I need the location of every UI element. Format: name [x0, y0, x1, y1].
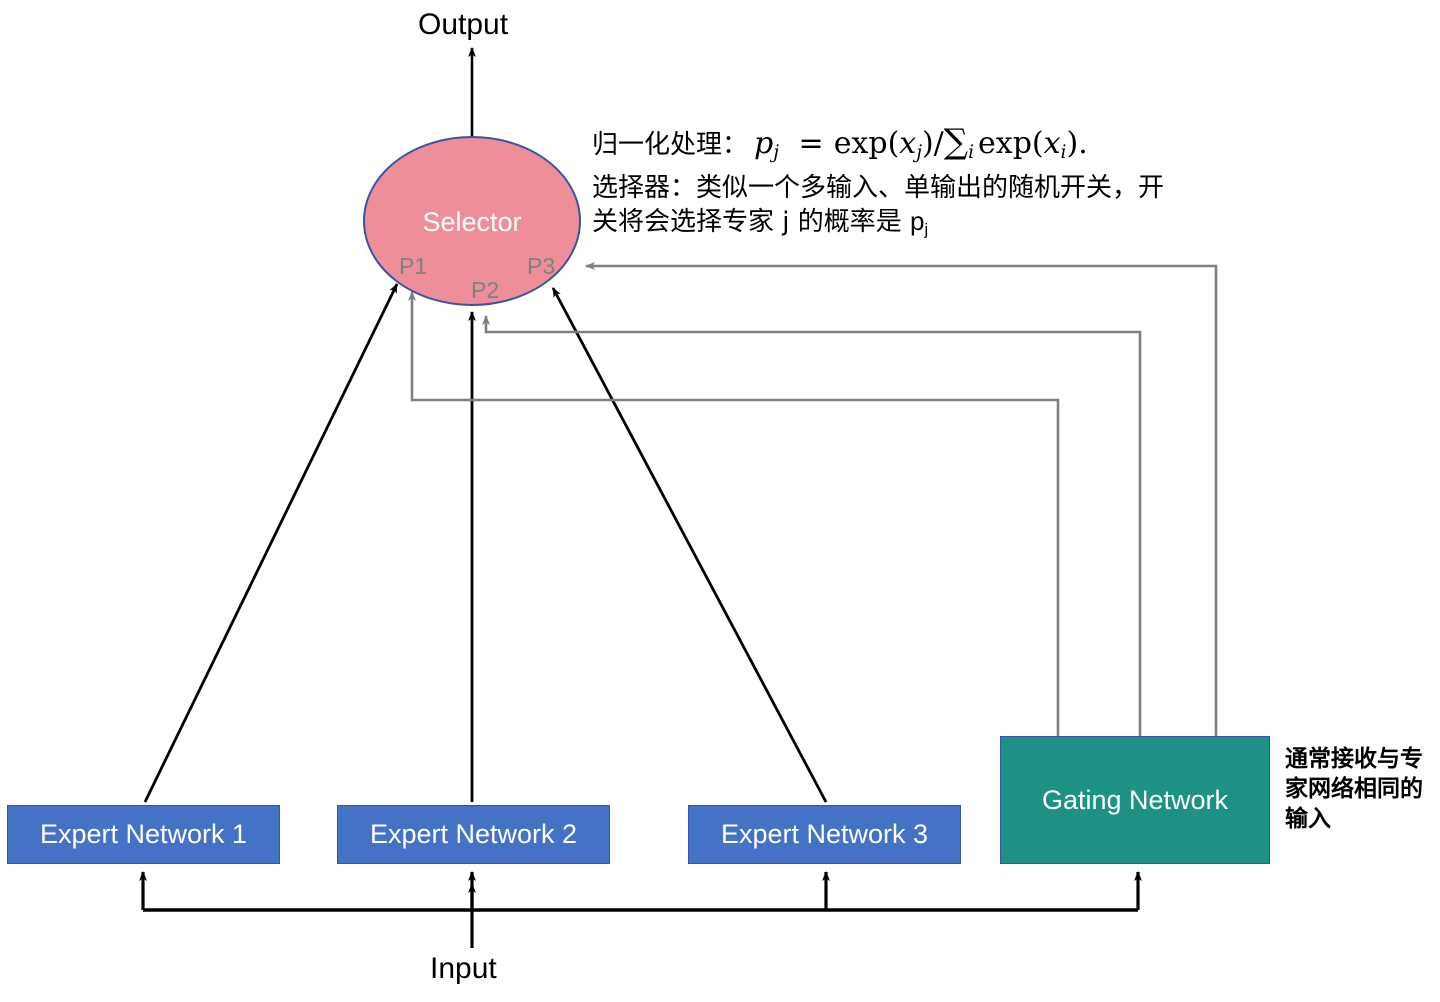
port-label-p1: P1	[399, 253, 428, 279]
formula-exp1: exp(	[833, 126, 900, 161]
expert-network-3-label: Expert Network 3	[720, 819, 929, 849]
gating-network-label: Gating Network	[1041, 784, 1229, 815]
expert-network-2-label: Expert Network 2	[369, 819, 578, 849]
selector-description-line-2-text: 关将会选择专家 j 的概率是	[592, 207, 911, 237]
input-label: Input	[430, 952, 497, 985]
normalization-prefix: 归一化处理：	[592, 130, 749, 160]
formula-exp2: exp(	[978, 126, 1044, 161]
edge-gating-to-p1	[408, 291, 1060, 738]
selector-description-line-2: 关将会选择专家 j 的概率是 pj	[592, 205, 928, 247]
expert-network-3-box[interactable]: Expert Network 3	[688, 805, 961, 864]
formula-x1-sub: j	[916, 142, 922, 164]
formula-equals: =	[798, 126, 824, 161]
formula-x1: x	[899, 126, 917, 161]
gating-note: 通常接收与专家网络相同的输入	[1285, 746, 1423, 832]
port-label-p3: P3	[527, 253, 556, 279]
formula-close-slash: )/	[921, 126, 944, 161]
edge-expert-1-to-selector	[143, 283, 399, 803]
formula-p-sub: j	[773, 142, 779, 164]
selector-description-p-sub: j	[924, 220, 929, 239]
formula-x2-sub: i	[1060, 142, 1067, 164]
port-label-p2: P2	[471, 277, 500, 303]
edge-gating-to-p3	[585, 262, 1218, 738]
expert-network-1-box[interactable]: Expert Network 1	[7, 805, 280, 864]
formula-sum-icon: ∑	[943, 122, 969, 162]
selector-description-p: p	[910, 206, 925, 236]
expert-network-2-box[interactable]: Expert Network 2	[337, 805, 610, 864]
formula-x2: x	[1043, 126, 1061, 161]
edge-expert-3-to-selector	[551, 287, 828, 803]
selector-description-line-1: 选择器：类似一个多输入、单输出的随机开关，开	[592, 173, 1165, 203]
formula-close: ).	[1066, 126, 1088, 161]
selector-node[interactable]	[363, 136, 581, 306]
gating-network-box[interactable]: Gating Network	[1000, 736, 1270, 864]
formula-sum-sub: i	[968, 142, 975, 164]
expert-network-1-label: Expert Network 1	[39, 819, 248, 849]
edge-gating-to-p2	[482, 315, 1142, 738]
formula-p: p	[754, 126, 774, 161]
output-label: Output	[418, 8, 509, 41]
